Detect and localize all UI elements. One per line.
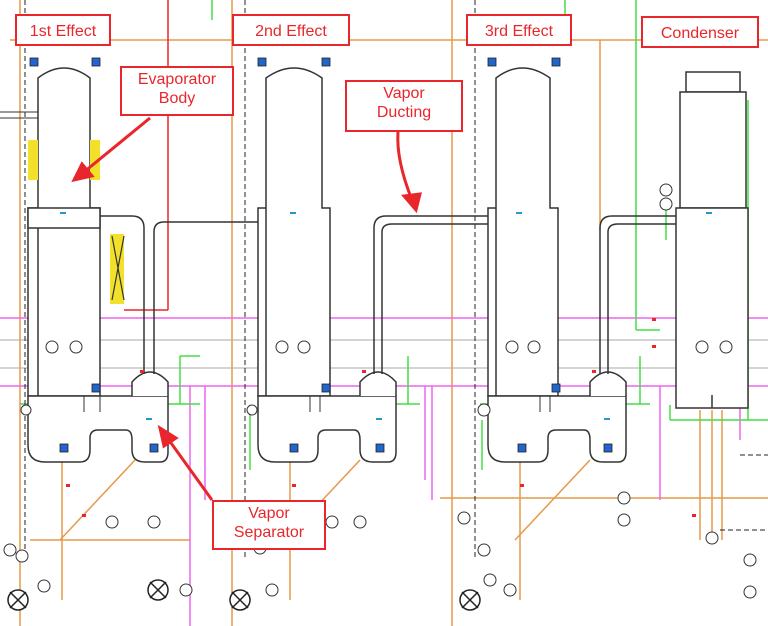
heat-exchanger-cross <box>111 235 125 301</box>
signal-lines <box>24 0 768 560</box>
label-second-effect: 2nd Effect <box>232 14 350 46</box>
vapor-ducting <box>100 215 676 374</box>
callout-arrows <box>71 116 422 501</box>
vapor-separator-line-1: Vapor <box>248 505 290 522</box>
vapor-ducting-line-2: Ducting <box>376 104 432 121</box>
label-condenser: Condenser <box>641 16 759 48</box>
grey-utility-piping <box>0 339 768 369</box>
vapor-separator-line-2: Separator <box>233 524 305 541</box>
evaporator-body-2 <box>257 67 397 463</box>
red-steam-piping <box>124 0 169 311</box>
evaporator-body-3 <box>487 67 627 463</box>
evaporator-body-line-2: Body <box>158 90 196 107</box>
vessel-seams <box>0 111 551 412</box>
condenser-vessel <box>675 71 749 409</box>
condenser-text: Condenser <box>660 25 740 42</box>
hatch-panel <box>90 140 100 180</box>
label-evaporator-body: Evaporator Body <box>120 66 234 116</box>
evaporator-body-line-1: Evaporator <box>137 71 217 88</box>
first-effect-text: 1st Effect <box>29 23 97 40</box>
vapor-ducting-line-1: Vapor <box>383 85 425 102</box>
pink-condensate-piping <box>0 317 768 626</box>
vessel-tags <box>60 212 712 420</box>
valve-icon <box>29 57 613 453</box>
third-effect-text: 3rd Effect <box>484 23 554 40</box>
label-third-effect: 3rd Effect <box>466 14 572 46</box>
instrument-bubble-icon <box>3 183 757 599</box>
pump-icon <box>7 579 481 611</box>
label-first-effect: 1st Effect <box>15 14 111 46</box>
label-vapor-ducting: Vapor Ducting <box>345 80 463 132</box>
second-effect-text: 2nd Effect <box>255 23 327 40</box>
hatch-panel <box>28 140 38 180</box>
label-vapor-separator: Vapor Separator <box>212 500 326 550</box>
evaporator-body-1 <box>27 67 169 463</box>
